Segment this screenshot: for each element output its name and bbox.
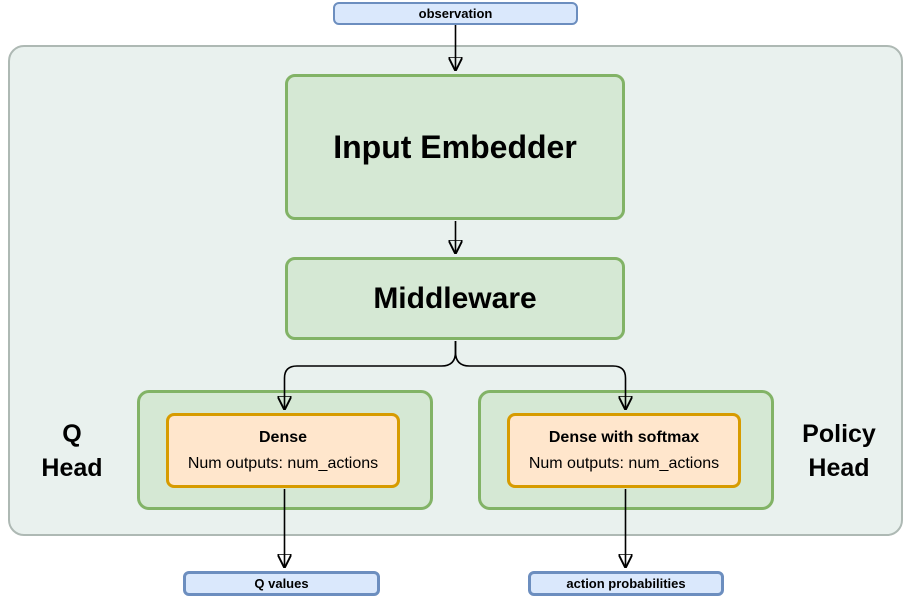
q-values-node: Q values xyxy=(183,571,380,596)
input-embedder-label: Input Embedder xyxy=(333,128,577,165)
q-head-dense-subtitle: Num outputs: num_actions xyxy=(187,454,379,472)
q-head-side-label: Q Head xyxy=(41,420,103,482)
input-embedder-node: Input Embedder xyxy=(285,74,625,220)
observation-node: observation xyxy=(333,2,578,25)
q-head-dense-node: Dense Num outputs: num_actions xyxy=(166,413,400,488)
policy-head-side-label: Policy Head xyxy=(802,420,876,482)
action-probabilities-node: action probabilities xyxy=(528,571,724,596)
policy-head-dense-node: Dense with softmax Num outputs: num_acti… xyxy=(507,413,741,488)
action-probabilities-label: action probabilities xyxy=(566,576,686,591)
policy-head-dense-title: Dense with softmax xyxy=(548,428,700,446)
q-values-label: Q values xyxy=(254,576,309,591)
middleware-node: Middleware xyxy=(285,257,625,340)
q-head-dense-title: Dense xyxy=(258,428,308,446)
policy-head-dense-subtitle: Num outputs: num_actions xyxy=(528,454,720,472)
observation-label: observation xyxy=(418,6,493,21)
middleware-label: Middleware xyxy=(373,281,537,315)
